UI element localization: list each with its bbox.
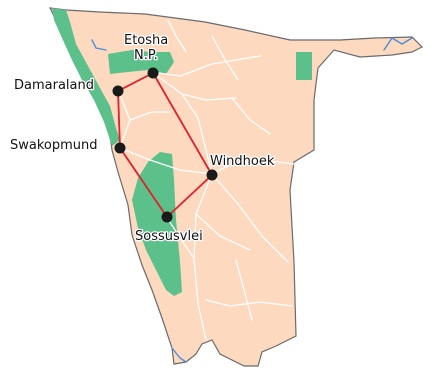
road-network [117,19,295,341]
label-etosha-line2: N.P. [134,48,158,63]
namib-naukluft-park [132,152,182,296]
kunene-river [91,39,107,51]
label-windhoek: Windhoek [210,154,275,169]
tour-route [117,72,213,218]
stop-sossusvlei [161,211,173,223]
eastern-park [296,52,312,80]
zambezi-river [383,37,413,51]
etosha-park [108,50,174,74]
label-damaraland: Damaraland [14,78,94,93]
stop-swakopmund [114,142,126,154]
stop-windhoek [206,169,218,181]
skeleton-coast-park [52,8,120,146]
orange-river [171,347,187,363]
stop-damaraland [112,85,124,97]
namibia-outline [48,7,424,367]
label-swakopmund: Swakopmund [10,138,98,153]
stop-etosha [147,67,159,79]
label-etosha-line1: Etosha [124,33,168,48]
label-sossusvlei: Sossusvlei [135,229,203,244]
